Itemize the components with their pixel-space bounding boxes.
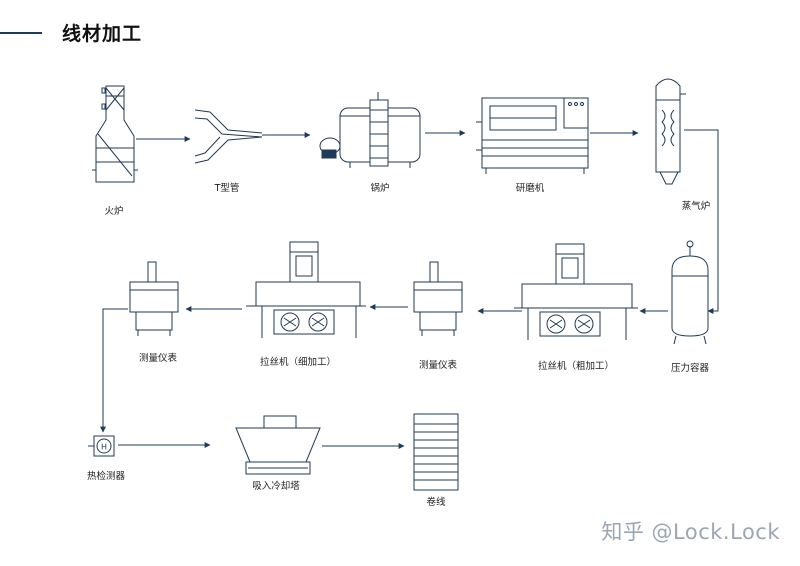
label-drawing-fine: 拉丝机（细加工） [259, 357, 337, 368]
boiler-icon [319, 92, 421, 168]
drawing-machine-fine-icon [246, 241, 366, 338]
pressure-vessel-icon [671, 240, 709, 345]
label-cooling-tower: 吸入冷却塔 [252, 481, 300, 492]
label-heat-detector: 热检测器 [86, 471, 126, 482]
label-coil: 卷线 [426, 497, 446, 508]
furnace-icon [92, 85, 138, 183]
label-gauge-b: 测量仪表 [138, 353, 178, 364]
label-pressure-vessel: 压力容器 [670, 363, 710, 374]
heat-detector-icon [88, 435, 115, 457]
label-t-pipe: T型管 [214, 183, 240, 194]
drawing-machine-rough-icon [514, 243, 638, 340]
label-steam-furnace: 蒸气炉 [681, 201, 711, 212]
gauge-a-icon [413, 261, 463, 336]
gauge-b-icon [129, 261, 179, 336]
grinder-icon [476, 97, 589, 174]
label-grinder: 研磨机 [515, 183, 545, 194]
arrow-gauge-to-detector [100, 308, 128, 433]
flow-arrows [100, 129, 719, 449]
label-gauge-a: 测量仪表 [418, 360, 458, 371]
label-drawing-rough: 拉丝机（粗加工） [537, 361, 615, 372]
steam-furnace-icon [655, 78, 686, 185]
watermark: 知乎 @Lock.Lock [601, 520, 780, 544]
page-title: 线材加工 [62, 23, 143, 45]
label-boiler: 锅炉 [370, 183, 390, 194]
label-furnace: 火炉 [104, 206, 124, 217]
heat-detector-symbol: H [101, 443, 107, 452]
cooling-tower-icon [235, 415, 321, 475]
coil-icon [413, 413, 459, 491]
t-pipe-icon [194, 109, 263, 164]
arrow-steam-to-vessel [684, 129, 719, 314]
header-rule [0, 32, 42, 34]
